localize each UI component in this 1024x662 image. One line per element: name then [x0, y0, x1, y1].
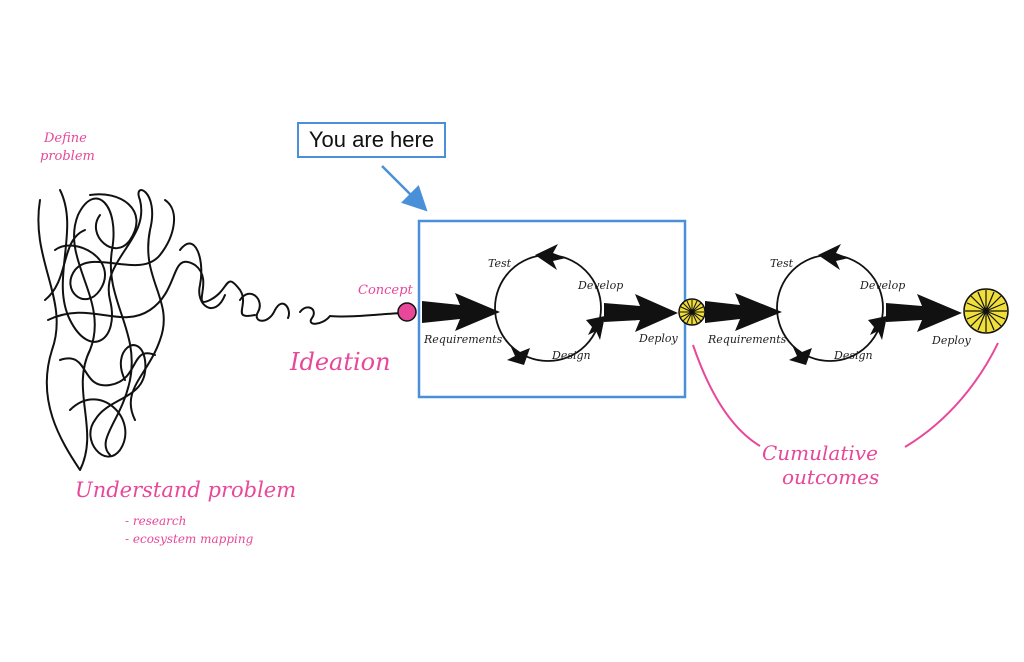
test-label: Test — [770, 257, 794, 270]
deploy-label: Deploy — [638, 332, 679, 345]
you-are-here-label: You are here — [308, 127, 435, 152]
cycle-arrowhead-bottom — [507, 345, 530, 365]
develop-label: Develop — [577, 279, 623, 292]
ideation-label: Ideation — [289, 348, 391, 376]
cumulative-outcome-line-left — [692, 344, 761, 447]
deploy-arrow — [604, 294, 678, 332]
design-label: Design — [551, 349, 591, 362]
bullet-research: - research — [125, 514, 186, 528]
problem-scribble — [37, 189, 331, 471]
cycle-ring — [494, 254, 602, 362]
test-label: Test — [488, 257, 512, 270]
design-label: Design — [833, 349, 873, 362]
cycle-arrowhead-bottom — [789, 345, 812, 365]
cycle-arrowhead-top — [818, 244, 849, 270]
callout-arrow — [381, 165, 428, 212]
requirements-arrow — [422, 293, 500, 331]
cycle-arrowhead-right — [586, 316, 605, 340]
deploy-label: Deploy — [931, 334, 972, 347]
concept-label: Concept — [358, 283, 413, 298]
define-problem-label: Define problem — [40, 131, 95, 164]
develop-label: Develop — [859, 279, 905, 292]
requirements-arrow — [705, 293, 782, 331]
understand-problem-label: Understand problem — [75, 478, 296, 502]
cycle-ring — [776, 254, 884, 362]
cycle-arrowhead-right — [868, 316, 887, 340]
cumulative-outcome-line-right — [904, 342, 999, 448]
requirements-label: Requirements — [423, 333, 503, 346]
concept-dot — [397, 302, 417, 322]
requirements-label: Requirements — [707, 333, 787, 346]
cumulative-outcomes-label: Cumulative outcomes — [762, 441, 884, 489]
cycle-arrowhead-top — [535, 244, 566, 270]
iteration-cycle-2: Test Develop Requirements Design Deploy — [705, 244, 972, 365]
concept-line — [329, 312, 403, 318]
you-are-here-callout: You are here — [297, 122, 446, 158]
outcome-burst-2 — [963, 288, 1009, 334]
deploy-arrow — [886, 294, 962, 332]
iteration-cycle-1: Test Develop Requirements Design Deploy — [422, 244, 679, 365]
outcome-burst-1 — [678, 298, 706, 326]
bullet-ecosystem-mapping: - ecosystem mapping — [125, 532, 254, 546]
